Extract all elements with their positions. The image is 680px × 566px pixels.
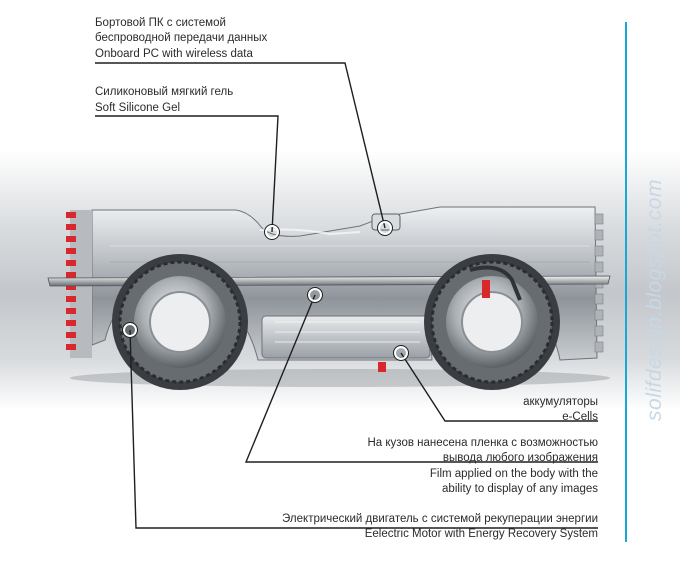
onboard-pc-label: Бортовой ПК с системой беспроводной пере… (95, 16, 267, 62)
onboard-pc-ru-line2: беспроводной передачи данных (95, 32, 268, 44)
watermark-text: solifdesign.blogspot.com (643, 179, 666, 421)
film-en-line2: ability to display of any images (442, 483, 598, 495)
front-wheel (112, 254, 248, 390)
callout-lines (95, 62, 598, 529)
onboard-pc-ru-line1: Бортовой ПК с системой (95, 17, 226, 29)
film-en-line1: Film applied on the body with the (429, 468, 598, 480)
film-ru-line1: На кузов нанесена пленка с возможностью (367, 437, 599, 449)
silicone-gel-label: Силиконовый мягкий гель Soft Silicone Ge… (95, 85, 233, 116)
film-label: На кузов нанесена пленка с возможностью … (368, 436, 599, 497)
e-cells-label: аккумуляторы e-Cells (523, 395, 598, 425)
rear-wheel (424, 254, 560, 390)
accent-divider-line (625, 22, 627, 542)
silicone-gel-ru: Силиконовый мягкий гель (95, 86, 234, 98)
motor-ru: Электрический двигатель с системой рекуп… (282, 513, 598, 525)
motor-en: Eelectric Motor with Energy Recovery Sys… (364, 528, 598, 540)
onboard-pc-en: Onboard PC with wireless data (95, 48, 253, 60)
silicone-gel-en: Soft Silicone Gel (95, 102, 181, 114)
motor-label: Электрический двигатель с системой рекуп… (282, 512, 598, 542)
callout-markers (123, 221, 408, 360)
e-cells-en: e-Cells (562, 411, 598, 423)
e-cells-ru: аккумуляторы (523, 396, 598, 408)
film-ru-line2: вывода любого изображения (442, 452, 598, 464)
